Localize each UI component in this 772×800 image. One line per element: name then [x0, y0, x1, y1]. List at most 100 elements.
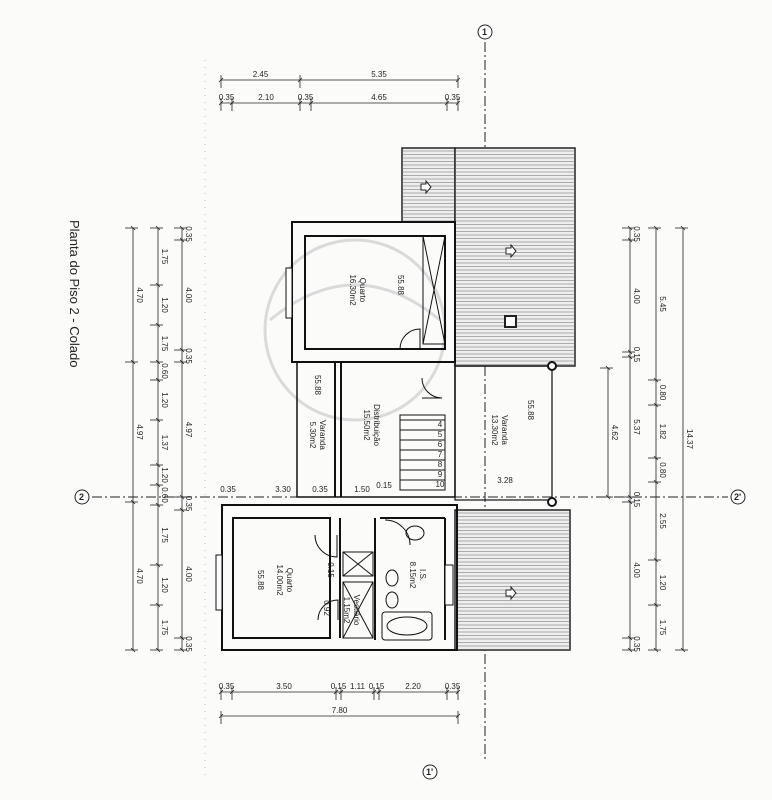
roof-hatching	[401, 147, 576, 651]
dimension-label: 0.35	[184, 226, 193, 242]
dimension-label: 1.20	[658, 575, 667, 591]
window-quarto-1	[285, 267, 293, 319]
dimension-label: 0.15	[369, 682, 385, 691]
axis-marker-2-prime: 2'	[730, 489, 746, 505]
dimension-left-inner: 0.354.000.354.970.354.000.35	[174, 225, 193, 652]
dimension-label: 0.35	[219, 93, 235, 102]
dimension-label: 0.60	[160, 363, 169, 379]
svg-text:1': 1'	[426, 767, 433, 777]
dimension-left-outer: 4.70 4.97 4.70	[125, 225, 144, 653]
room-area: 14.00m2	[275, 564, 284, 596]
dimension-bottom-total: 7.80	[218, 706, 461, 724]
dimension-label: 4.70	[135, 287, 144, 303]
axis-marker-2: 2	[74, 489, 90, 505]
svg-text:1: 1	[482, 27, 487, 37]
floor-level: 55.88	[526, 400, 535, 421]
dimension-label: 1.75	[160, 336, 169, 352]
sink-icon	[405, 525, 425, 541]
dimension-label: 5.37	[632, 419, 641, 435]
dimension-label: 0.35	[632, 226, 641, 242]
bidet-icon	[385, 591, 399, 609]
dimension-label: 4.97	[135, 424, 144, 440]
dimension-label: 3.50	[276, 682, 292, 691]
svg-text:2: 2	[79, 492, 84, 502]
dimension-label: 2.45	[253, 70, 269, 79]
room-name: I.S.	[418, 569, 427, 581]
interior-dimension-label: 0.92	[322, 600, 331, 616]
dimension-label: 0.35	[298, 93, 314, 102]
dimension-label: 1.75	[658, 620, 667, 636]
dimension-label: 0.15	[331, 682, 347, 691]
dimension-label: 1.20	[160, 392, 169, 408]
dimension-label: 1.82	[658, 424, 667, 440]
room-name: Distribuição	[372, 404, 381, 446]
room-area: 1.15m2	[342, 597, 351, 624]
roof-lower	[454, 509, 571, 651]
dimension-label: 4.65	[371, 93, 387, 102]
varanda-columns	[547, 361, 557, 507]
wardrobe-quarto-1	[422, 235, 446, 345]
dimension-label: 2.55	[658, 513, 667, 529]
dimension-right-inner: 0.354.000.155.370.154.000.35	[622, 225, 641, 652]
window-quarto-2	[215, 554, 223, 611]
room-label-is: I.S.8.15m2	[408, 562, 427, 589]
dimension-label: 4.70	[135, 568, 144, 584]
dimension-left-mid: 1.751.201.750.601.201.371.200.601.751.20…	[150, 225, 169, 653]
dimension-label: 0.60	[160, 487, 169, 503]
room-name: Quarto	[285, 568, 294, 593]
dimension-label: 1.37	[160, 435, 169, 451]
dimension-label: 0.35	[184, 496, 193, 512]
interior-dimension-label: 0.35	[220, 485, 236, 494]
dimension-label: 5.35	[371, 70, 387, 79]
dimension-label: 2.20	[405, 682, 421, 691]
floor-level: 55.88	[396, 275, 405, 296]
dimension-label: 1.11	[350, 682, 366, 691]
dimension-label: 4.62	[610, 425, 619, 441]
roof-slope-arrow-icon	[420, 179, 432, 195]
dimension-label: 1.20	[160, 467, 169, 483]
dimension-label: 1.75	[160, 527, 169, 543]
room-area: 8.15m2	[408, 562, 417, 589]
stair-step-number: 5	[438, 430, 443, 439]
dimension-label: 0.15	[632, 347, 641, 363]
dimension-label: 0.35	[445, 682, 461, 691]
dimension-top-outer: 2.45 5.35	[218, 70, 461, 88]
stair-step-number: 6	[438, 440, 443, 449]
dimension-label: 4.00	[184, 566, 193, 582]
dimension-label: 0.35	[632, 636, 641, 652]
dimension-label: 4.97	[184, 422, 193, 438]
roof-upper-right	[454, 147, 576, 367]
dimension-right-total: 14.37	[675, 225, 694, 653]
roof-slope-arrow-icon	[505, 243, 517, 259]
doors	[314, 328, 443, 621]
bathroom-fixtures	[381, 525, 433, 641]
interior-dimension-label: 0.15	[376, 481, 392, 490]
room-name: Vestiário	[352, 595, 361, 626]
window-is	[444, 564, 454, 606]
interior-dimension-label: 0.35	[312, 485, 328, 494]
room-name: Quarto	[358, 278, 367, 303]
floor-level: 55.88	[313, 375, 322, 396]
dimension-label: 0.35	[184, 636, 193, 652]
dimension-label: 0.15	[632, 492, 641, 508]
stair-step-number: 7	[438, 450, 443, 459]
wardrobe-closet	[342, 551, 374, 639]
dimension-label: 0.35	[445, 93, 461, 102]
bathtub-icon	[381, 611, 433, 641]
svg-text:2': 2'	[734, 492, 741, 502]
room-area: 15.50m2	[362, 409, 371, 441]
plan-title: Planta do Piso 2 - Colado	[67, 220, 82, 367]
dimension-label: 4.00	[632, 288, 641, 304]
room-area: 5.30m2	[308, 422, 317, 449]
dimension-label: 0.80	[658, 462, 667, 478]
toilet-icon	[385, 569, 399, 587]
